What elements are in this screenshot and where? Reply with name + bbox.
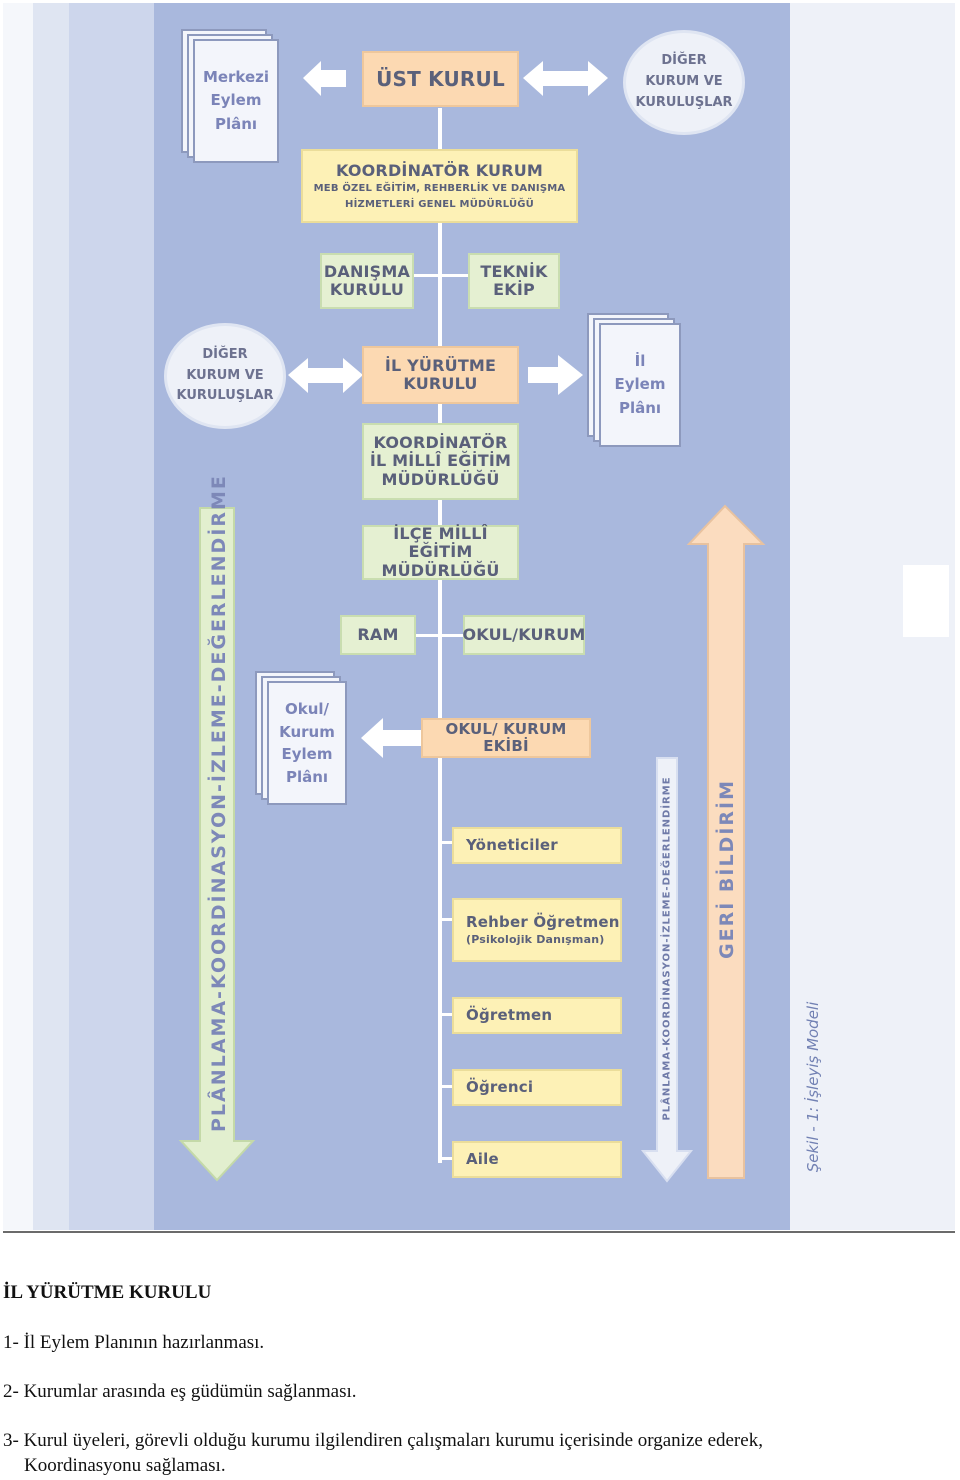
ogretmen-box: Öğretmen — [452, 997, 622, 1034]
figure-divider — [3, 1231, 955, 1233]
circle-line: KURULUŞLAR — [176, 388, 274, 404]
connector — [440, 918, 452, 921]
list-item: 1- İl Eylem Planının hazırlanması. — [3, 1332, 265, 1353]
double-arrow-icon — [523, 61, 608, 96]
okul-plan-line: Kurum — [279, 722, 335, 741]
aile-box: Aile — [452, 1141, 622, 1178]
ust-kurul-label: ÜST KURUL — [376, 66, 505, 91]
merkezi-plan-doc: Merkezi Eylem Plânı — [181, 29, 281, 169]
circle-line: DİĞER — [202, 346, 248, 362]
il-plan-line: Plânı — [618, 398, 662, 417]
connector — [408, 274, 473, 277]
yoneticiler-label: Yöneticiler — [466, 835, 558, 854]
koordinator-kurum-title: KOORDİNATÖR KURUM — [335, 160, 544, 180]
danisma-line: KURULU — [329, 280, 405, 299]
teknik-line: TEKNİK — [480, 261, 548, 281]
circle-line: KURUM VE — [186, 367, 264, 383]
circle-line: KURULUŞLAR — [635, 94, 733, 110]
okul-plan-doc: Okul/ Kurum Eylem Plânı — [255, 671, 355, 811]
organization-diagram: PLÂNLAMA-KOORDİNASYON-İZLEME-DEĞERLENDİR… — [3, 3, 955, 1230]
okul-plan-line: Okul/ — [284, 700, 330, 718]
koordinator-kurum-line1: MEB ÖZEL EĞİTİM, REHBERLİK VE DANIŞMA — [313, 183, 566, 195]
ogrenci-box: Öğrenci — [452, 1069, 622, 1106]
diger-kurum-circle-top: DİĞER KURUM VE KURULUŞLAR — [623, 30, 745, 135]
ust-kurul-box: ÜST KURUL — [362, 51, 519, 107]
bg-stripe — [3, 3, 33, 1230]
up-arrow-icon — [686, 504, 766, 1179]
koordinator-il-line: MÜDÜRLÜĞÜ — [381, 469, 500, 489]
okul-plan-line: Eylem — [281, 745, 333, 763]
circle-line: DİĞER — [661, 53, 707, 69]
rehber-label: Rehber Öğretmen — [466, 912, 620, 931]
connector — [440, 1085, 452, 1088]
list-item-continuation: Koordinasyonu sağlaması. — [24, 1455, 226, 1476]
arrow-left-icon — [361, 718, 421, 758]
teknik-line: EKİP — [493, 280, 535, 299]
yoneticiler-box: Yöneticiler — [452, 827, 622, 864]
ram-box: RAM — [340, 615, 416, 655]
diger-kurum-circle-mid: DİĞER KURUM VE KURULUŞLAR — [164, 323, 286, 429]
koordinator-il-line: KOORDİNATÖR — [373, 432, 508, 452]
connector — [440, 1157, 452, 1160]
figure-caption: Şekil - 1: İşleyiş Modeli — [804, 1001, 822, 1173]
il-yurutme-line: İL YÜRÜTME — [384, 355, 497, 375]
il-yurutme-box: İL YÜRÜTME KURULU — [362, 346, 519, 404]
connector — [440, 1013, 452, 1016]
bg-stripe — [33, 3, 69, 1230]
koordinator-il-line: İL MİLLÎ EĞİTİM — [369, 451, 512, 471]
blank-square — [903, 565, 949, 637]
teknik-ekip-box: TEKNİK EKİP — [468, 253, 560, 309]
koordinator-kurum-line2: HİZMETLERİ GENEL MÜDÜRLÜĞÜ — [345, 198, 534, 210]
okul-kurum-ekibi-box: OKUL/ KURUM EKİBİ — [421, 718, 591, 758]
ram-label: RAM — [357, 624, 399, 644]
circle-line: KURUM VE — [645, 74, 723, 90]
right-arrow-label: PLÂNLAMA-KOORDİNASYON-İZLEME-DEĞERLENDİR… — [661, 776, 673, 1121]
okul-ekibi-label: OKUL/ KURUM EKİBİ — [445, 719, 567, 755]
rehber-box: Rehber Öğretmen (Psikolojik Danışman) — [452, 898, 622, 962]
il-plan-line: İl — [634, 352, 646, 371]
ilce-line: MÜDÜRLÜĞÜ — [381, 560, 500, 580]
arrow-left-icon — [303, 61, 346, 96]
ilce-line: İLÇE MİLLÎ EĞİTİM — [393, 523, 488, 562]
bg-stripe — [69, 3, 154, 1230]
aile-label: Aile — [466, 1149, 499, 1168]
okul-plan-line: Plânı — [285, 767, 329, 786]
koordinator-il-box: KOORDİNATÖR İL MİLLÎ EĞİTİM MÜDÜRLÜĞÜ — [362, 423, 519, 500]
rehber-sub-label: (Psikolojik Danışman) — [466, 932, 605, 946]
il-plan-doc: İl Eylem Plânı — [587, 313, 687, 453]
danisma-kurulu-box: DANIŞMA KURULU — [320, 253, 414, 309]
connector — [408, 634, 468, 637]
okul-kurum-label: OKUL/KURUM — [462, 624, 586, 644]
okul-kurum-box: OKUL/KURUM — [462, 615, 586, 655]
arrows-layer — [178, 61, 766, 1183]
ilce-box: İLÇE MİLLÎ EĞİTİM MÜDÜRLÜĞÜ — [362, 523, 519, 580]
il-yurutme-line: KURULU — [403, 374, 478, 393]
left-arrow-label: PLÂNLAMA-KOORDİNASYON-İZLEME-DEĞERLENDİR… — [208, 474, 230, 1132]
list-item: 2- Kurumlar arasında eş güdümün sağlanma… — [3, 1381, 357, 1402]
geri-bildirim-label: GERİ BİLDİRİM — [716, 779, 738, 959]
double-arrow-icon — [288, 358, 363, 393]
merkezi-line: Eylem — [210, 91, 262, 110]
down-arrow-icon — [640, 757, 694, 1183]
down-arrow-icon — [178, 507, 256, 1182]
list-item: 3- Kurul üyeleri, görevli olduğu kurumu … — [3, 1430, 763, 1451]
koordinator-kurum-box: KOORDİNATÖR KURUM MEB ÖZEL EĞİTİM, REHBE… — [301, 149, 578, 223]
section-heading: İL YÜRÜTME KURULU — [3, 1282, 212, 1303]
arrow-right-icon — [528, 355, 583, 395]
danisma-line: DANIŞMA — [323, 261, 411, 281]
il-plan-line: Eylem — [614, 375, 666, 394]
merkezi-line: Plânı — [214, 114, 258, 133]
ogrenci-label: Öğrenci — [466, 1077, 534, 1096]
ogretmen-label: Öğretmen — [466, 1005, 553, 1024]
merkezi-line: Merkezi — [202, 68, 270, 87]
connector — [440, 841, 452, 844]
